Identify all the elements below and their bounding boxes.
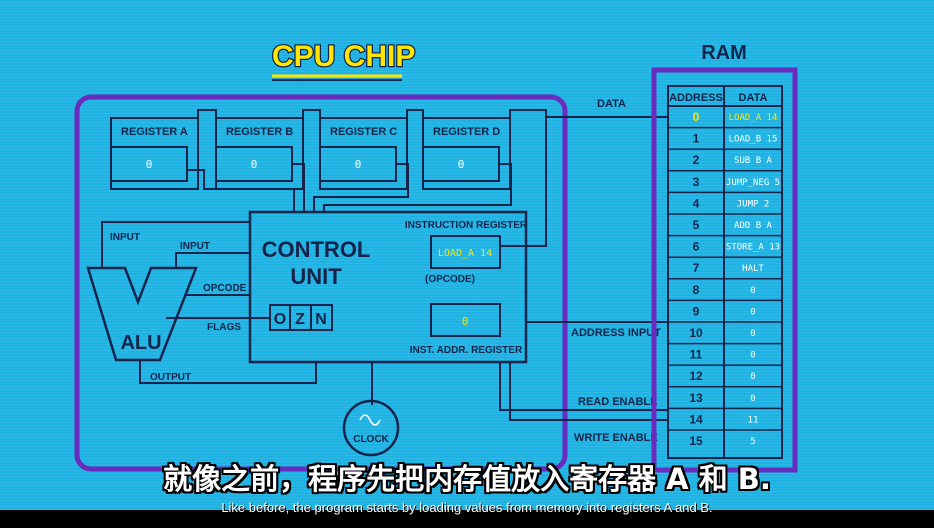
video-bottom-bar <box>0 510 934 528</box>
ram-data-cell: 0 <box>750 286 755 296</box>
register-a: REGISTER A 0 <box>110 117 199 190</box>
ram-title: RAM <box>701 42 747 64</box>
ram-data-cell: STORE_A 13 <box>726 243 780 253</box>
register-d-value: 0 <box>458 158 465 171</box>
bus-label-address-input: ADDRESS INPUT <box>571 327 661 339</box>
flag-o: O <box>274 311 286 328</box>
flag-z: Z <box>295 311 305 328</box>
ram-outline <box>651 67 798 473</box>
register-c-value: 0 <box>355 158 362 171</box>
alu-output-label: OUTPUT <box>150 372 191 383</box>
opcode-label: (OPCODE) <box>425 274 475 285</box>
clock: CLOCK <box>342 399 400 457</box>
subtitle-english: Like before, the program starts by loadi… <box>221 500 713 515</box>
flag-n: N <box>315 311 327 328</box>
instruction-register-box <box>430 235 501 269</box>
bus-label-data: DATA <box>597 98 626 110</box>
ram-address-cell: 15 <box>689 434 703 448</box>
alu-opcode-label: OPCODE <box>203 283 247 294</box>
instruction-register-value: LOAD_A 14 <box>438 248 492 259</box>
register-b-label: REGISTER B <box>226 126 293 138</box>
cpu-diagram: CPU CHIP REGISTER A 0 REGISTER B 0 REGIS… <box>74 39 798 473</box>
ram-data-cell: 0 <box>750 351 755 361</box>
inst-addr-register-label: INST. ADDR. REGISTER <box>410 345 523 356</box>
ram-address-cell: 10 <box>689 326 703 340</box>
ram-address-cell: 6 <box>693 240 700 254</box>
ram-address-cell: 4 <box>693 196 700 210</box>
ram-rows: 0 LOAD_A 14 1 LOAD_B 15 2 SUB B A 3 JUMP_NEG 5 4… <box>668 110 782 448</box>
register-b: REGISTER B 0 <box>215 117 304 190</box>
ram-data-cell: HALT <box>742 264 764 274</box>
inst-addr-register-value: 0 <box>462 315 469 328</box>
alu-wires <box>101 221 668 421</box>
register-c-label: REGISTER C <box>330 126 397 138</box>
ram-data-cell: 0 <box>750 329 755 339</box>
ram-address-cell: 9 <box>693 304 700 318</box>
ram-address-cell: 14 <box>689 412 703 426</box>
ram-address-cell: 5 <box>693 218 700 232</box>
ram-data-cell: ADD B A <box>734 221 773 231</box>
flags-box: O Z N <box>269 304 333 331</box>
ram-data-cell: LOAD_A 14 <box>729 113 778 123</box>
ram-address-cell: 1 <box>693 132 700 146</box>
ram-address-cell: 7 <box>693 261 700 275</box>
control-unit-box <box>248 210 528 364</box>
ram-data-cell: 11 <box>748 415 759 425</box>
bus-label-write-enable: WRITE ENABLE <box>574 432 658 444</box>
diagram-title: CPU CHIP <box>272 40 415 73</box>
cpu-chip-outline <box>74 94 568 472</box>
register-d-label: REGISTER D <box>433 126 500 138</box>
alu-input-1-label: INPUT <box>110 232 140 243</box>
ram-address-cell: 11 <box>690 348 703 362</box>
bus-label-read-enable: READ ENABLE <box>578 396 657 408</box>
ram-header-data: DATA <box>739 92 768 104</box>
ram-address-cell: 3 <box>693 175 700 189</box>
inst-addr-register-box <box>430 303 501 337</box>
ram-address-cell: 0 <box>693 110 700 124</box>
ram-address-cell: 2 <box>693 153 700 167</box>
register-d: REGISTER D 0 <box>422 117 511 190</box>
instruction-register-label: INSTRUCTION REGISTER <box>405 220 528 231</box>
ram-data-cell: 0 <box>750 307 755 317</box>
ram-header-address: ADDRESS <box>669 92 723 104</box>
clock-label: CLOCK <box>353 434 389 445</box>
ram-data-cell: 0 <box>750 372 755 382</box>
diagram-canvas: CPU CHIP REGISTER A 0 REGISTER B 0 REGIS… <box>0 0 934 510</box>
register-a-value: 0 <box>146 158 153 171</box>
register-a-label: REGISTER A <box>121 126 188 138</box>
ram-data-cell: JUMP 2 <box>737 199 770 209</box>
register-b-value: 0 <box>251 158 258 171</box>
alu-input-2-label: INPUT <box>180 241 210 252</box>
control-unit-title-line2: UNIT <box>290 264 342 289</box>
subtitle-chinese: 就像之前，程序先把内存值放入寄存器 A 和 B. <box>163 462 771 496</box>
register-bus-wires <box>188 109 668 247</box>
ram-address-cell: 13 <box>689 391 703 405</box>
ram-address-cell: 8 <box>693 283 700 297</box>
register-c: REGISTER C 0 <box>319 117 408 190</box>
alu-label: ALU <box>120 332 161 354</box>
control-unit-title-line1: CONTROL <box>262 237 371 262</box>
ram-data-cell: 0 <box>750 394 755 404</box>
ram-data-cell: SUB B A <box>734 156 773 166</box>
ram-data-cell: 5 <box>750 437 755 447</box>
ram-data-cell: LOAD_B 15 <box>729 135 778 145</box>
alu-shape <box>86 266 198 362</box>
ram-address-cell: 12 <box>689 369 703 383</box>
alu-flags-label: FLAGS <box>207 322 241 333</box>
ram-data-cell: JUMP_NEG 5 <box>726 178 780 188</box>
